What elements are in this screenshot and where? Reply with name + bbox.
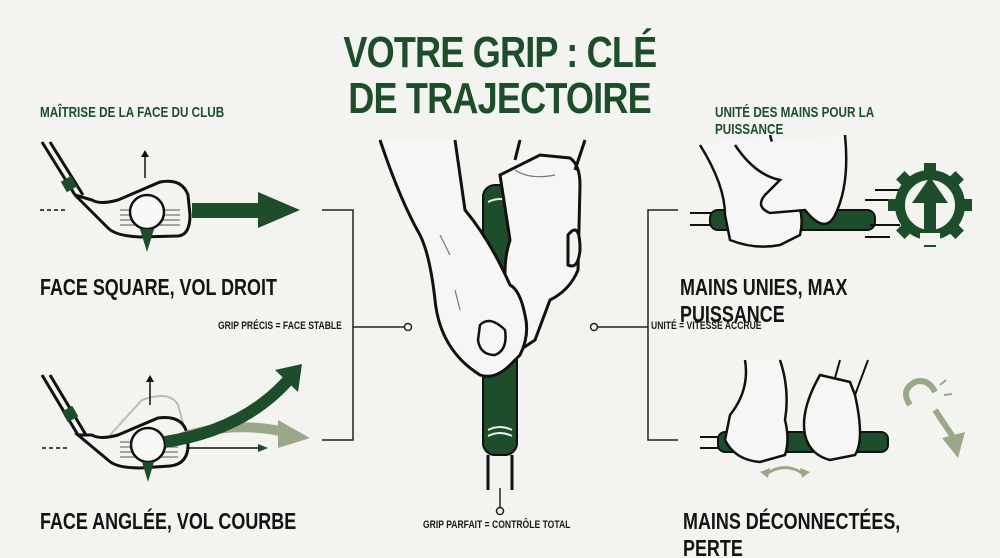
center-caption-text: GRIP PARFAIT = CONTRÔLE TOTAL xyxy=(423,519,571,531)
hands-disconnected-icon xyxy=(700,359,965,478)
golf-ball-icon xyxy=(129,426,167,464)
left-section-heading: MAÎTRISE DE LA FACE DU CLUB xyxy=(40,104,276,121)
hands-grip-icon xyxy=(378,139,587,490)
left-bottom-caption-text: FACE ANGLÉE, VOL COURBE xyxy=(40,508,297,534)
curved-arrow-icon xyxy=(164,374,295,448)
title-line-2: DE TRAJECTOIRE xyxy=(348,74,652,123)
club-iron-icon xyxy=(40,141,300,252)
hands-unified-icon xyxy=(690,134,972,248)
center-caption: GRIP PARFAIT = CONTRÔLE TOTAL xyxy=(423,519,612,531)
left-bracket xyxy=(322,209,413,441)
club-angled-icon xyxy=(40,364,310,482)
broken-link-icon xyxy=(903,378,965,458)
right-section-heading: UNITÉ DES MAINS POUR LA PUISSANCE xyxy=(715,104,1000,138)
left-top-caption: FACE SQUARE, VOL DROIT xyxy=(40,274,344,301)
right-bracket xyxy=(589,209,678,441)
page-title: VOTRE GRIP : CLÉ DE TRAJECTOIRE xyxy=(0,30,1000,122)
title-line-1: VOTRE GRIP : CLÉ xyxy=(343,28,658,77)
center-connector xyxy=(495,488,505,516)
right-connector-note: UNITÉ = VITESSE ACCRUE xyxy=(651,320,793,332)
left-heading-text: MAÎTRISE DE LA FACE DU CLUB xyxy=(40,104,225,121)
golf-ball-icon xyxy=(128,193,166,231)
right-bottom-caption: MAINS DÉCONNECTÉES, PERTE xyxy=(683,508,1000,558)
right-top-caption: MAINS UNIES, MAX PUISSANCE xyxy=(680,274,1000,328)
gear-arrow-icon xyxy=(888,163,972,247)
right-connector-note-text: UNITÉ = VITESSE ACCRUE xyxy=(651,320,762,332)
right-top-caption-text: MAINS UNIES, MAX PUISSANCE xyxy=(680,274,848,327)
left-top-caption-text: FACE SQUARE, VOL DROIT xyxy=(40,274,277,300)
right-bottom-caption-text: MAINS DÉCONNECTÉES, PERTE xyxy=(683,508,901,558)
left-connector-note: GRIP PRÉCIS = FACE STABLE xyxy=(218,320,377,332)
straight-arrow-icon xyxy=(192,203,262,218)
right-heading-text: UNITÉ DES MAINS POUR LA PUISSANCE xyxy=(715,104,874,138)
swap-arrows-icon xyxy=(764,466,806,477)
left-bottom-caption: FACE ANGLÉE, VOL COURBE xyxy=(40,508,368,535)
left-connector-note-text: GRIP PRÉCIS = FACE STABLE xyxy=(218,320,342,332)
